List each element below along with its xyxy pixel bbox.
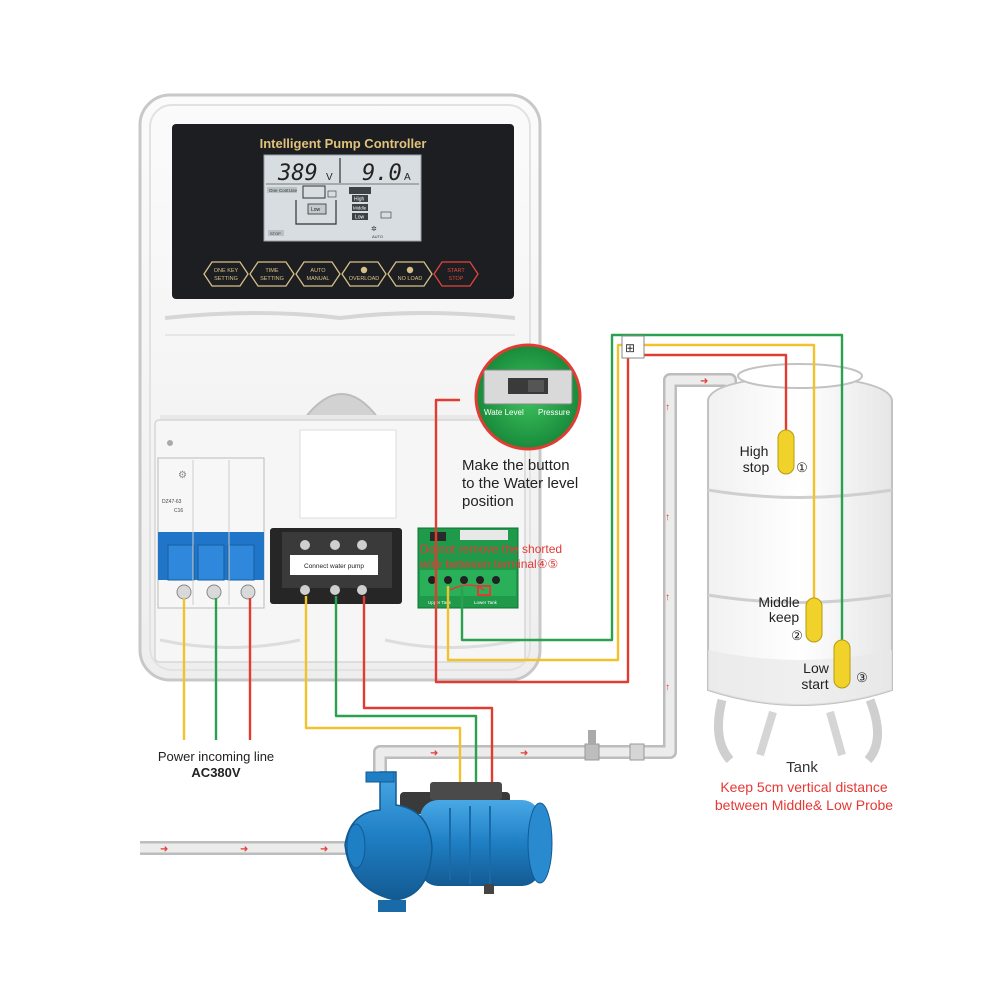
lcd-level-middle: Middle: [353, 206, 367, 211]
lcd-mode-2: Cont: [279, 188, 289, 193]
probe-middle-line2: keep: [769, 609, 800, 625]
tank-label: Tank: [786, 759, 818, 776]
probe-low-marker: ③: [856, 670, 868, 685]
time-setting-button[interactable]: TIME SETTING: [249, 261, 295, 287]
button-note-line3: position: [462, 493, 514, 510]
button-label-line2: SETTING: [260, 276, 284, 282]
lcd-current: 9.0: [362, 161, 402, 186]
junction-box-icon: ⊞: [625, 341, 635, 355]
terminal-note-line2: wire between terminal④⑤: [419, 557, 558, 571]
probe-high-marker: ①: [796, 460, 808, 475]
start-stop-button[interactable]: START STOP: [433, 261, 479, 287]
lcd-level-high: High: [354, 197, 365, 203]
button-label-line1: ONE KEY: [214, 268, 239, 274]
button-label-line1: START: [447, 268, 465, 274]
overload-indicator[interactable]: OVERLOAD: [341, 261, 387, 287]
board-label-upper: Upper Tank: [428, 600, 452, 605]
tank-note-line2: between Middle& Low Probe: [715, 797, 893, 813]
button-label-line2: SETTING: [214, 276, 238, 282]
lcd-small-1: STOP: [270, 231, 281, 236]
power-voltage-label: AC380V: [191, 765, 240, 780]
button-label-line2: OVERLOAD: [349, 276, 380, 282]
probe-high-line2: stop: [743, 459, 770, 475]
switch-label-water-level: Wate Level: [484, 408, 524, 417]
button-label-line2: NO LOAD: [398, 276, 423, 282]
mode-switch[interactable]: [430, 532, 446, 541]
lcd-small-2: AUTO: [372, 234, 383, 239]
breaker-logo-icon: ⚙: [178, 470, 187, 481]
water-pump: [344, 771, 553, 912]
pump-terminal-block: Connect water pump: [270, 528, 402, 604]
power-line-label: Power incoming line: [158, 749, 274, 764]
indicator-light-icon: [406, 266, 414, 274]
switch-zoom-callout: Wate Level Pressure: [474, 343, 582, 451]
switch-label-pressure: Pressure: [538, 408, 571, 417]
fan-icon: ✲: [371, 225, 377, 233]
svg-text:➜: ➜: [700, 376, 708, 387]
lcd-level-low: Low: [355, 215, 365, 221]
button-label-line2: MANUAL: [307, 276, 330, 282]
button-label-line2: STOP: [449, 276, 464, 282]
breaker-label: DZ47-63: [162, 499, 182, 505]
annotations: Make the button to the Water level posit…: [158, 457, 893, 813]
probe-low-line2: start: [801, 676, 828, 692]
lcd-voltage: 389: [277, 161, 318, 186]
svg-text:↑: ↑: [665, 682, 670, 693]
tank-note-line1: Keep 5cm vertical distance: [720, 779, 888, 795]
probe-middle-line1: Middle: [758, 594, 799, 610]
lcd-display: 389 V 9.0 A One Cont Use Low High Middle…: [263, 154, 422, 242]
probe-labels: High stop ① Middle keep ② Low start ③: [740, 443, 868, 692]
button-label-line1: TIME: [265, 268, 278, 274]
controller-title: Intelligent Pump Controller: [260, 136, 427, 151]
svg-text:➜: ➜: [430, 748, 438, 759]
control-button-row: ONE KEY SETTING TIME SETTING AUTO MANUAL OVERL…: [203, 261, 479, 287]
auto-manual-button[interactable]: AUTO MANUAL: [295, 261, 341, 287]
lcd-mode-1: One: [269, 188, 278, 193]
breaker-rating: C16: [174, 508, 183, 514]
svg-text:➜: ➜: [240, 844, 248, 855]
svg-text:➜: ➜: [520, 748, 528, 759]
probe-high-line1: High: [740, 443, 769, 459]
svg-text:↑: ↑: [665, 402, 670, 413]
terminal-note-line1: Do not remove the shorted: [420, 542, 562, 556]
svg-text:➜: ➜: [320, 844, 328, 855]
float-probes: [777, 429, 851, 689]
one-key-setting-button[interactable]: ONE KEY SETTING: [203, 261, 249, 287]
board-label-lower: Lower Tank: [474, 600, 498, 605]
wires: ⊞: [182, 333, 844, 792]
button-label-line1: AUTO: [310, 268, 326, 274]
button-note-line1: Make the button: [462, 457, 570, 474]
lcd-current-unit: A: [404, 172, 411, 183]
svg-text:↑: ↑: [665, 512, 670, 523]
lcd-mode-3: Use: [289, 188, 297, 193]
no-load-indicator[interactable]: NO LOAD: [387, 261, 433, 287]
svg-text:↑: ↑: [665, 592, 670, 603]
lcd-pump-label: Low: [311, 207, 321, 213]
lcd-voltage-unit: V: [326, 172, 333, 183]
water-tank: Tank: [707, 363, 893, 776]
level-sensor-board: Upper Tank Lower Tank: [417, 527, 519, 609]
svg-text:➜: ➜: [160, 844, 168, 855]
circuit-breaker: DZ47-63 C16 ⚙: [157, 457, 265, 609]
controller-case: Intelligent Pump Controller 389 V 9.0 A …: [138, 93, 542, 682]
probe-middle-marker: ②: [791, 628, 803, 643]
button-note-line2: to the Water level: [462, 475, 578, 492]
probe-low-line1: Low: [803, 660, 830, 676]
terminal-label: Connect water pump: [304, 563, 364, 570]
indicator-light-icon: [360, 266, 368, 274]
